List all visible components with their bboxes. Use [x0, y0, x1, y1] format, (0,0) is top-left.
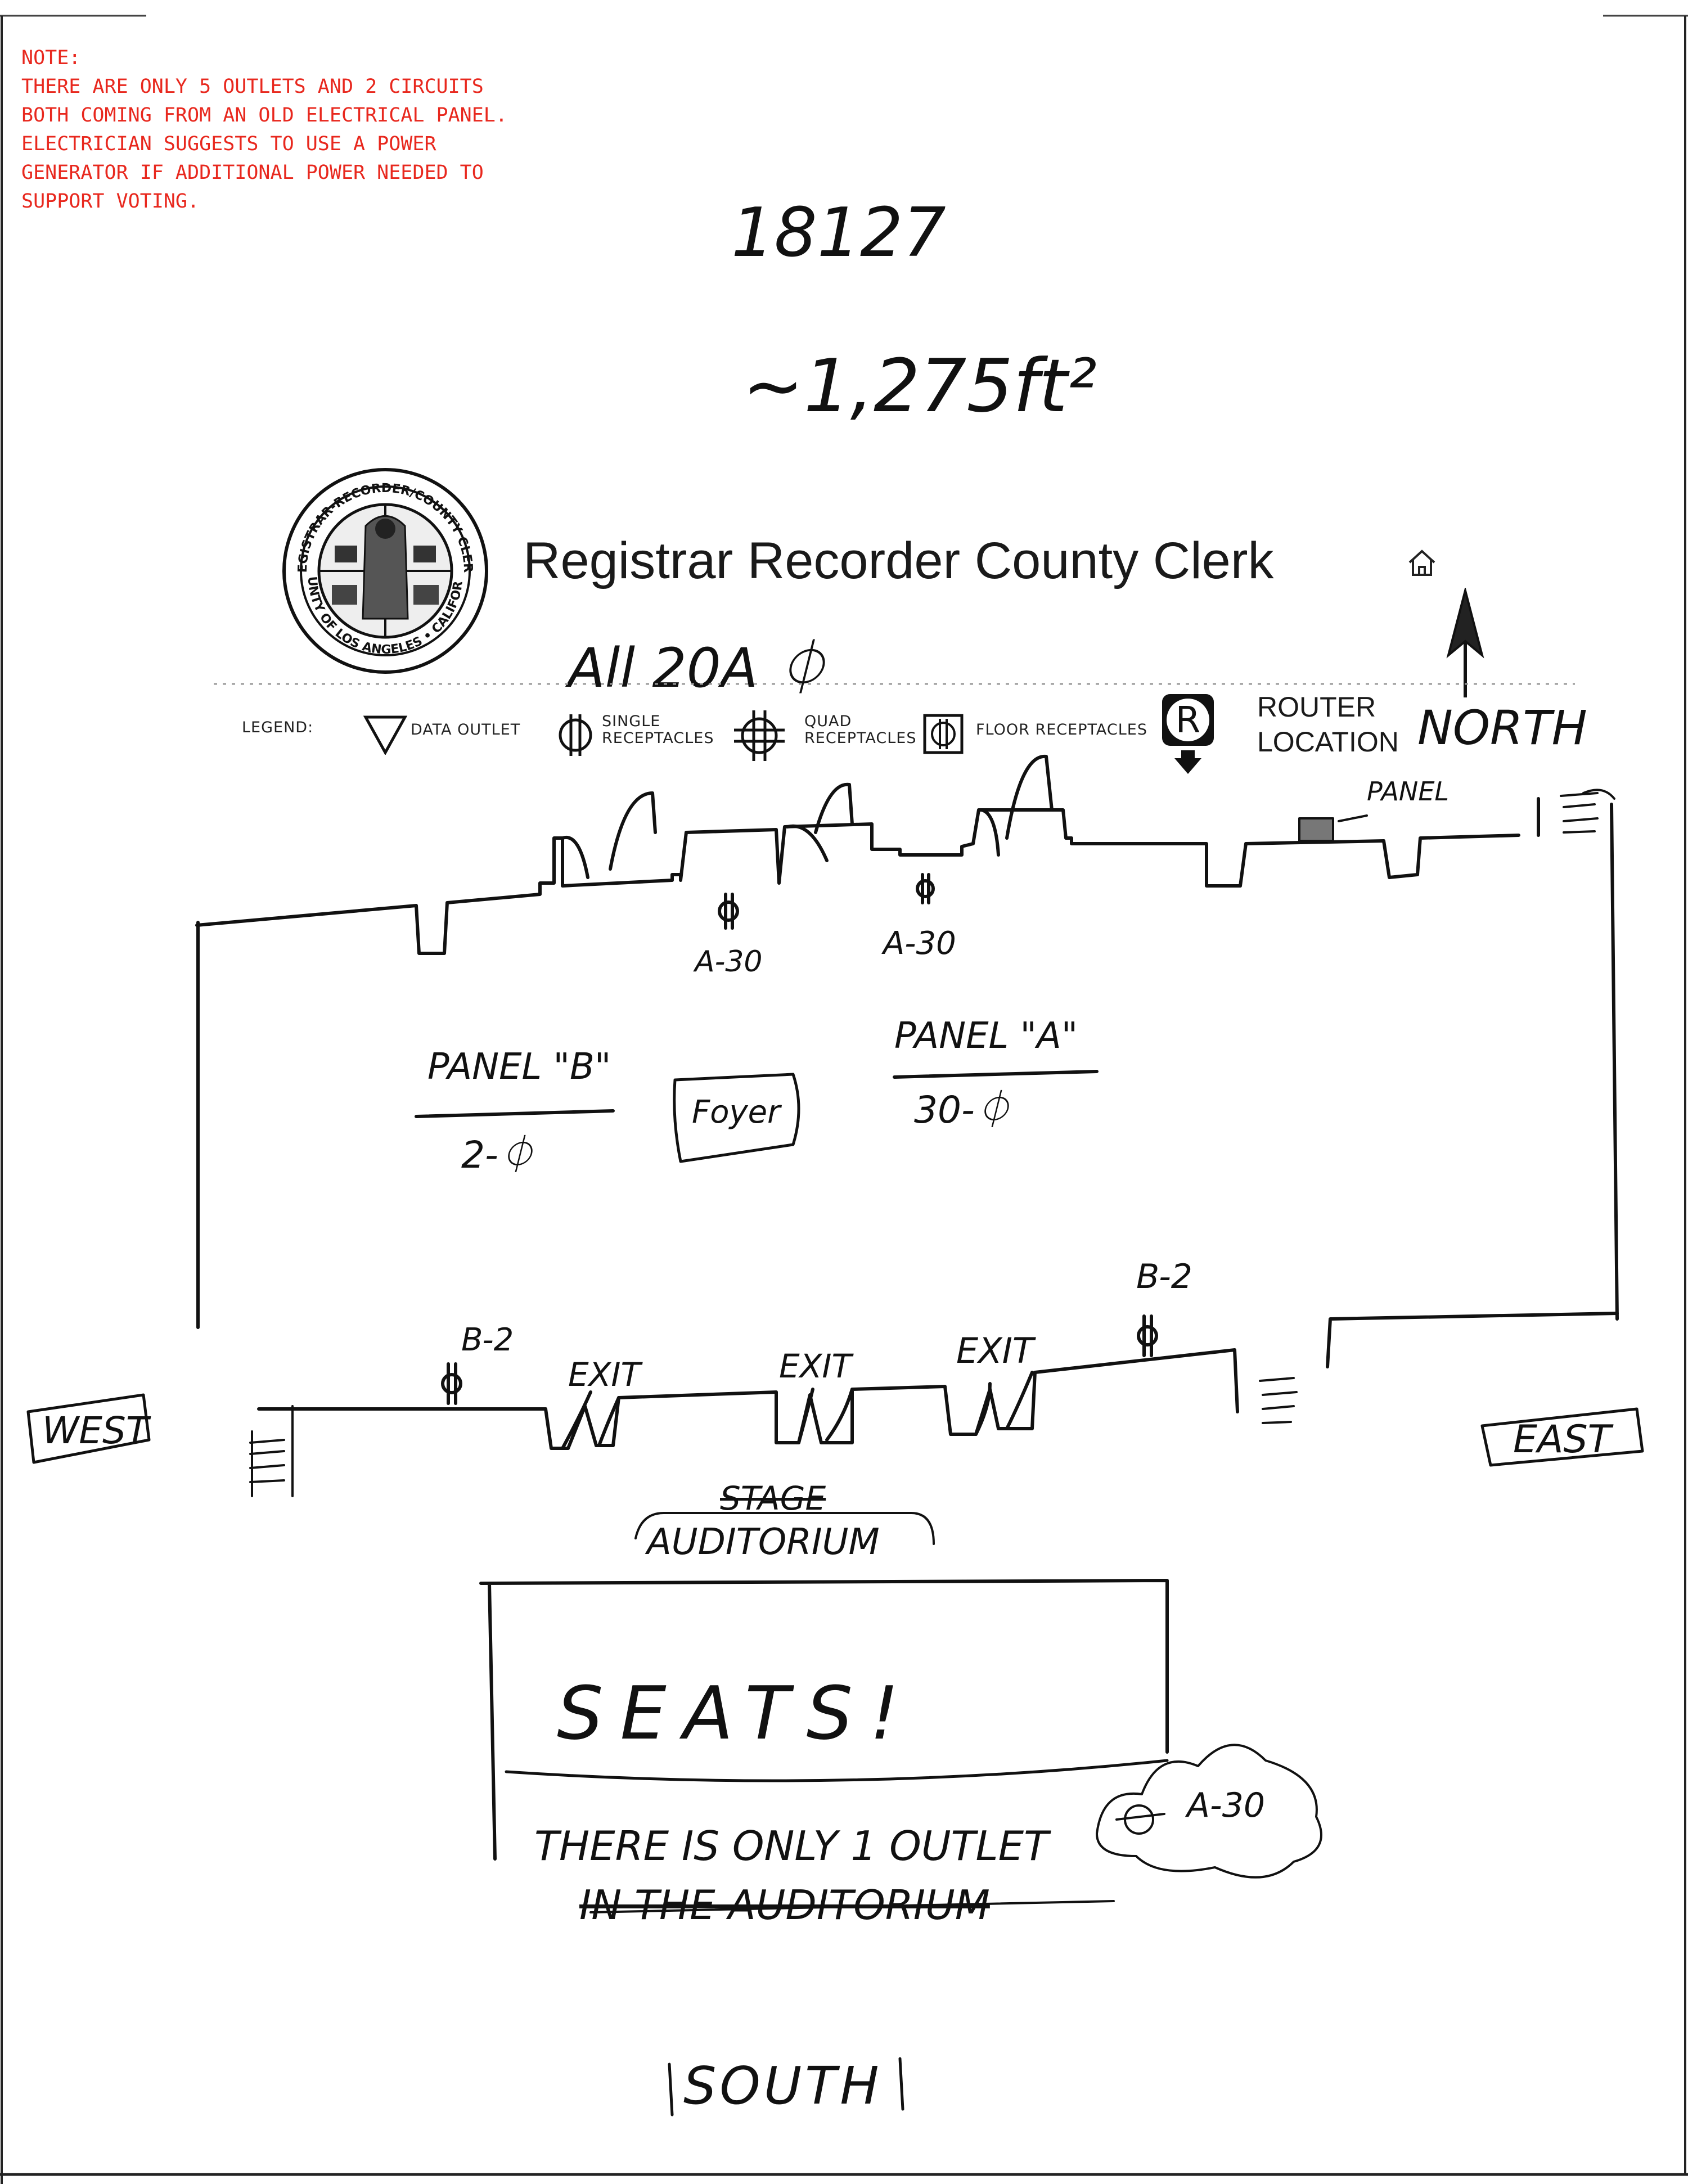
floor-receptacle-icon: [923, 714, 964, 754]
note-line: SUPPORT VOTING.: [21, 190, 200, 213]
legend-single: SINGLE RECEPTACLES: [602, 713, 714, 747]
exit-label: EXIT: [568, 1356, 641, 1394]
page-title: Registrar Recorder County Clerk: [523, 532, 1274, 589]
legend-quad: QUAD RECEPTACLES: [804, 713, 917, 747]
north-arrow-icon: [1446, 588, 1484, 697]
south-wall: [257, 1348, 1239, 1450]
north-label: NORTH: [1417, 700, 1587, 755]
router-line2: LOCATION: [1257, 726, 1399, 758]
circuit-rating-note: All 20A ⏀: [568, 637, 829, 700]
foyer-label: Foyer: [692, 1094, 781, 1131]
outlet-label: A-30: [695, 945, 763, 979]
seats-label: SEATS!: [557, 1670, 916, 1756]
router-symbol: R: [1176, 700, 1200, 741]
site-id-number: 18127: [731, 194, 946, 272]
legend-label: LEGEND:: [242, 719, 314, 736]
home-icon: [1408, 550, 1435, 576]
east-wall: [1610, 803, 1619, 1321]
router-icon: R: [1162, 694, 1214, 774]
only-outlet-note-line2: IN THE AUDITORIUM: [579, 1881, 990, 1929]
exit-label: EXIT: [956, 1330, 1034, 1371]
quad-receptacle-icon: [734, 710, 785, 761]
legend-floor: FLOOR RECEPTACLES: [976, 721, 1147, 738]
data-outlet-icon: [363, 715, 408, 755]
outlet-label: B-2: [461, 1322, 514, 1358]
only-outlet-note: THERE IS ONLY 1 OUTLET: [534, 1822, 1049, 1870]
outlet-cloud: [1096, 1744, 1322, 1879]
north-wall: [195, 808, 1520, 955]
auditorium-outline: [479, 1579, 1169, 1861]
auditorium-label: AUDITORIUM: [647, 1521, 880, 1563]
outlet-icon: [718, 893, 739, 930]
outlet-icon: [1137, 1314, 1158, 1357]
outlet-icon: [441, 1362, 462, 1405]
note-line: ELECTRICIAN SUGGESTS TO USE A POWER: [21, 133, 436, 155]
stage-label: STAGE: [720, 1479, 826, 1517]
legend-data-outlet: DATA OUTLET: [411, 721, 521, 738]
outlet-label: B-2: [1136, 1257, 1192, 1296]
seal-icon: REGISTRAR-RECORDER/COUNTY CLERK COUNTY O…: [281, 467, 488, 674]
west-label: WEST: [42, 1409, 149, 1452]
panel-b-value: 2-⏀: [461, 1133, 535, 1177]
panel-a-label: PANEL "A": [894, 1015, 1078, 1057]
outlet-icon: [916, 873, 935, 904]
legend-router: ROUTER LOCATION: [1257, 690, 1399, 759]
panel-box: [1298, 817, 1334, 842]
outlet-label: A-30: [883, 925, 956, 962]
east-label: EAST: [1513, 1417, 1612, 1462]
panel-b-label: PANEL "B": [427, 1046, 611, 1088]
single-receptacle-icon: [559, 714, 592, 756]
router-line1: ROUTER: [1257, 691, 1376, 723]
south-label: SOUTH: [683, 2056, 883, 2116]
panel-a-value: 30-⏀: [914, 1088, 1012, 1132]
panel-top-label: PANEL: [1367, 776, 1450, 807]
electrical-note: NOTE: THERE ARE ONLY 5 OUTLETS AND 2 CIR…: [21, 44, 640, 216]
exit-label: EXIT: [779, 1347, 852, 1385]
area-estimate: ~1,275ft²: [742, 343, 1097, 429]
auditorium-outlet-label: A-30: [1187, 1786, 1266, 1825]
note-line: NOTE:: [21, 47, 81, 69]
note-line: THERE ARE ONLY 5 OUTLETS AND 2 CIRCUITS: [21, 75, 484, 98]
note-line: BOTH COMING FROM AN OLD ELECTRICAL PANEL…: [21, 104, 507, 127]
divider: [214, 683, 1575, 685]
note-line: GENERATOR IF ADDITIONAL POWER NEEDED TO: [21, 161, 484, 184]
